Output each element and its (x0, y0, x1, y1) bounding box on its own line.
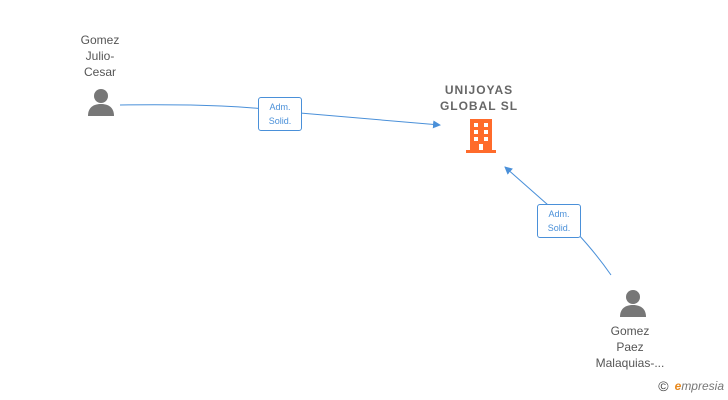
person-name-line: Cesar (83, 65, 116, 79)
edge-role-line: Solid. (547, 223, 571, 233)
brand-rest: mpresia (681, 379, 724, 393)
building-icon[interactable] (465, 118, 497, 154)
edge-role-line: Adm. (548, 209, 570, 219)
person-label-malaquias[interactable]: Gomez Paez Malaquias-... (585, 323, 675, 371)
brand-name: empresia (675, 379, 724, 393)
company-name-line: GLOBAL SL (439, 99, 519, 113)
edge-badge-malaquias[interactable]: Adm. Solid. (537, 204, 581, 238)
person-name-line: Paez (616, 340, 644, 354)
edge-role-line: Solid. (268, 116, 292, 126)
person-name-line: Julio- (85, 49, 115, 63)
brand-watermark: © empresia (658, 378, 724, 394)
company-name-line: UNIJOYAS (444, 83, 514, 97)
person-name-line: Gomez (80, 33, 120, 47)
edge-badge-julio[interactable]: Adm. Solid. (258, 97, 302, 131)
person-label-julio[interactable]: Gomez Julio- Cesar (62, 32, 138, 80)
company-label[interactable]: UNIJOYAS GLOBAL SL (420, 82, 538, 114)
brand-initial: e (674, 379, 682, 393)
copyright-symbol: © (658, 378, 669, 394)
edge-role-line: Adm. (269, 102, 291, 112)
person-name-line: Malaquias-... (595, 356, 665, 370)
person-icon[interactable] (618, 289, 648, 317)
person-name-line: Gomez (610, 324, 650, 338)
person-icon[interactable] (86, 88, 116, 116)
